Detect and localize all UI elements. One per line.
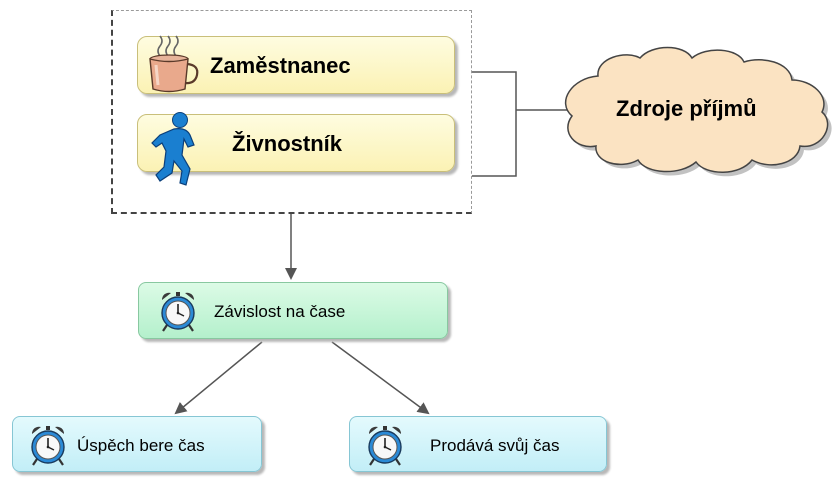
self-employed-label: Živnostník xyxy=(232,131,343,156)
time-dependency-box[interactable]: Závislost na čase xyxy=(138,282,448,339)
alarm-clock-icon xyxy=(368,426,402,466)
coffee-mug-icon xyxy=(149,35,199,93)
time-to-outcome-left-arrow xyxy=(174,341,263,415)
sells-own-time-label: Prodává svůj čas xyxy=(430,436,560,455)
alarm-clock-icon xyxy=(31,426,65,466)
employee-label: Zaměstnanec xyxy=(210,53,351,78)
cloud-shape xyxy=(565,46,832,177)
income-sources-label: Zdroje příjmů xyxy=(616,96,757,121)
sells-own-time-box[interactable]: Prodává svůj čas xyxy=(349,416,607,472)
bracket-connector xyxy=(472,71,572,177)
self-employed-box[interactable]: Živnostník xyxy=(137,112,455,186)
time-to-outcome-right-arrow xyxy=(331,341,430,415)
success-takes-time-box[interactable]: Úspěch bere čas xyxy=(12,416,262,472)
employee-box[interactable]: Zaměstnanec xyxy=(137,35,455,94)
success-takes-time-label: Úspěch bere čas xyxy=(77,436,205,455)
alarm-clock-icon xyxy=(161,292,195,332)
time-dependency-label: Závislost na čase xyxy=(214,302,346,321)
running-figure-icon xyxy=(151,112,195,186)
